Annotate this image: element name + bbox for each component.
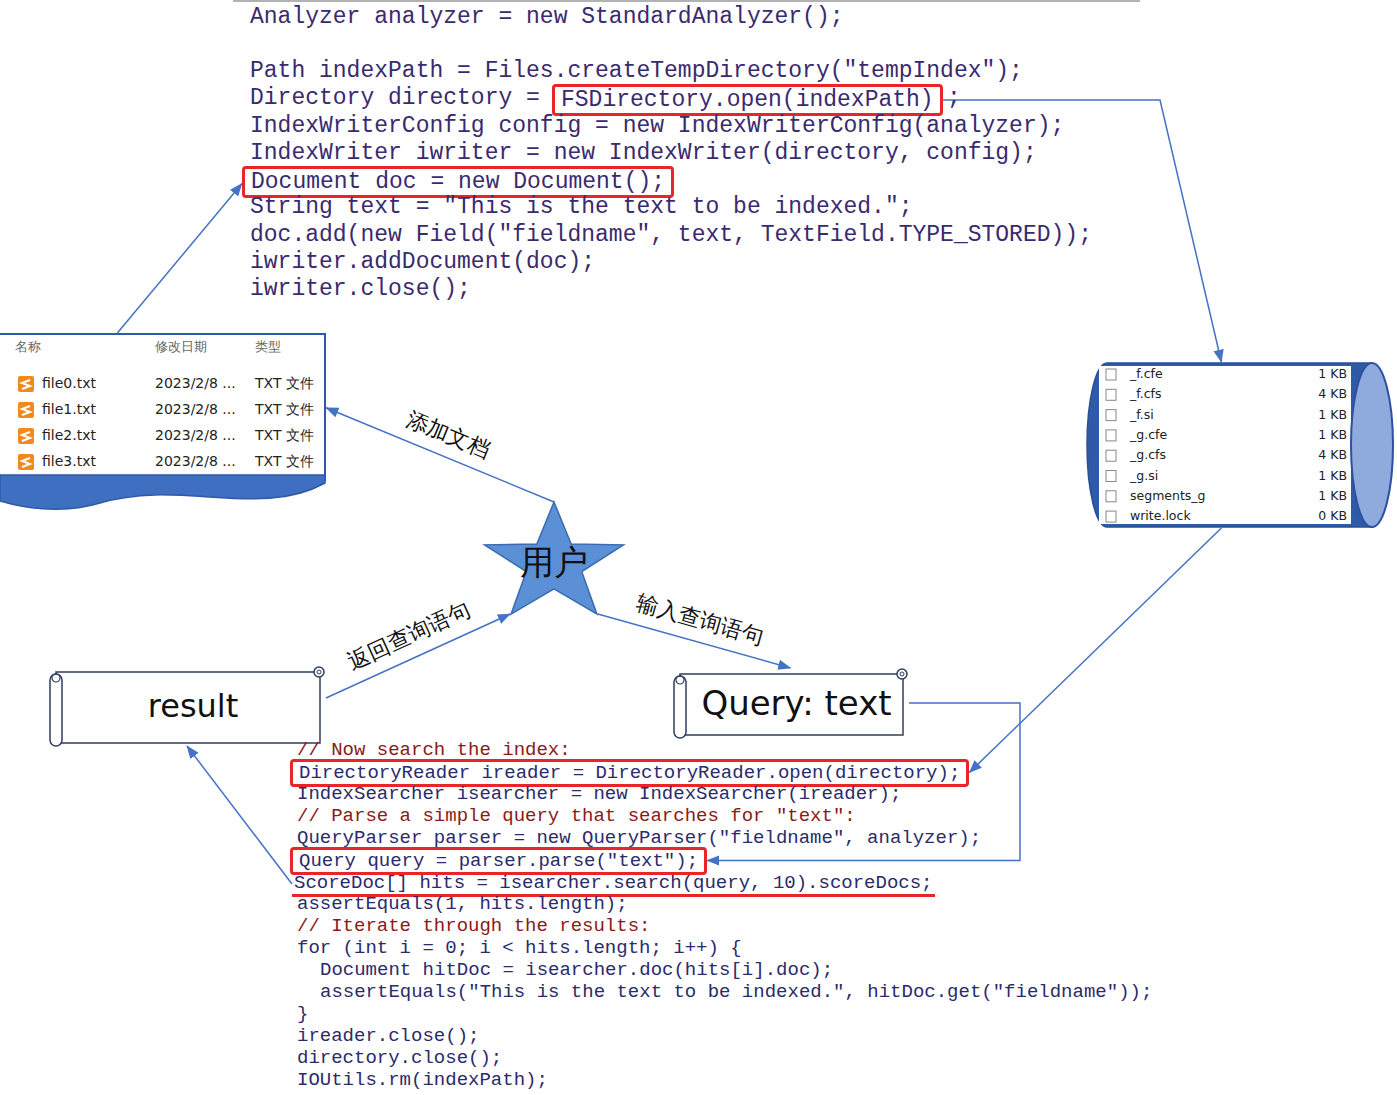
code-line: IndexWriter iwriter = new IndexWriter(di… [250,140,1037,166]
file-name: _g.cfe [1130,427,1167,442]
arrow-connector [969,528,1221,773]
column-header: 名称 [15,339,41,355]
code-fragment: DirectoryReader ireader = DirectoryReade… [299,762,960,784]
table-cell: file0.txt [42,375,96,392]
edge-label: 添加文档 [400,403,496,466]
code-line: for (int i = 0; i < hits.length; i++) { [297,937,742,959]
code-line: Analyzer analyzer = new StandardAnalyzer… [250,4,844,30]
arrow-connector [187,746,292,884]
actor-label: 用户 [520,540,588,586]
code-line: // Parse a simple query that searches fo… [297,805,856,827]
table-cell: TXT 文件 [255,375,314,392]
user-star: 用户 [481,502,627,614]
edge-label: 返回查询语句 [341,594,477,678]
scroll-label: Query: text [701,683,891,723]
arrow-connector [117,184,242,333]
code-fragment: FSDirectory.open(indexPath) [561,87,934,113]
file-name: write.lock [1130,508,1191,523]
file-list-panel: 名称 修改日期 类型 file0.txt 2023/2/8 ... TXT 文件 file1… [0,333,326,511]
table-cell: 2023/2/8 ... [155,401,236,418]
table-cell: 2023/2/8 ... [155,427,236,444]
file-name: _f.cfe [1130,366,1163,381]
code-line: // Now search the index: [297,739,571,761]
file-size: 1 KB [1318,407,1347,422]
code-line: Path indexPath = Files.createTempDirecto… [250,58,1023,84]
table-cell: TXT 文件 [255,453,314,470]
table-cell: TXT 文件 [255,427,314,444]
code-line: } [297,1003,308,1025]
index-store-cylinder: _f.cfe 1 KB _f.cfs 4 KB _f.si 1 KB _g.cfe 1 KB _… [1085,362,1395,528]
code-line: // Iterate through the results: [297,915,650,937]
code-line: IndexWriterConfig config = new IndexWrit… [250,113,1064,139]
code-line: assertEquals(1, hits.length); [297,893,628,915]
code-line: Document hitDoc = isearcher.doc(hits[i].… [320,959,833,981]
file-size: 0 KB [1318,508,1347,523]
code-line: String text = "This is the text to be in… [250,194,913,220]
table-cell: 2023/2/8 ... [155,375,236,392]
column-header: 类型 [255,339,281,355]
scroll-label: result [148,687,239,725]
code-line: iwriter.close(); [250,276,471,302]
table-cell: file2.txt [42,427,96,444]
code-line: IndexSearcher isearcher = new IndexSearc… [297,783,901,805]
table-cell: 2023/2/8 ... [155,453,236,470]
code-line: iwriter.addDocument(doc); [250,249,595,275]
document-shape [0,333,326,511]
highlight-box: DirectoryReader ireader = DirectoryReade… [290,759,969,787]
file-size: 1 KB [1318,366,1347,381]
code-line: ; [947,85,961,111]
code-line: Directory directory = [250,85,540,111]
column-header: 修改日期 [155,339,207,355]
code-line: IOUtils.rm(indexPath); [297,1069,548,1091]
highlight-box: Document doc = new Document(); [242,166,674,198]
file-size: 1 KB [1318,427,1347,442]
code-fragment: Document doc = new Document(); [251,169,665,195]
file-name: _g.cfs [1130,447,1166,462]
file-size: 1 KB [1318,468,1347,483]
table-cell: file1.txt [42,401,96,418]
highlight-box: FSDirectory.open(indexPath) [552,84,943,116]
underlined-code: ScoreDoc[] hits = isearcher.search(query… [292,872,935,897]
code-fragment: ScoreDoc[] hits = isearcher.search(query… [294,872,933,894]
code-line: doc.add(new Field("fieldname", text, Tex… [250,222,1092,248]
file-name: _f.cfs [1130,386,1162,401]
table-cell: TXT 文件 [255,401,314,418]
code-line: ireader.close(); [297,1025,479,1047]
query-scroll: Query: text [672,668,909,738]
code-line: QueryParser parser = new QueryParser("fi… [297,827,981,849]
file-size: 1 KB [1318,488,1347,503]
code-line: assertEquals("This is the text to be ind… [320,981,1152,1003]
table-cell: file3.txt [42,453,96,470]
code-line: directory.close(); [297,1047,502,1069]
file-name: segments_g [1130,488,1206,503]
highlight-box: Query query = parser.parse("text"); [290,847,707,875]
result-scroll: result [48,666,326,746]
file-size: 4 KB [1318,447,1347,462]
file-name: _g.si [1130,468,1158,483]
page-edge-rule [233,0,1140,2]
code-fragment: Query query = parser.parse("text"); [299,850,698,872]
file-name: _f.si [1130,407,1154,422]
file-size: 4 KB [1318,386,1347,401]
